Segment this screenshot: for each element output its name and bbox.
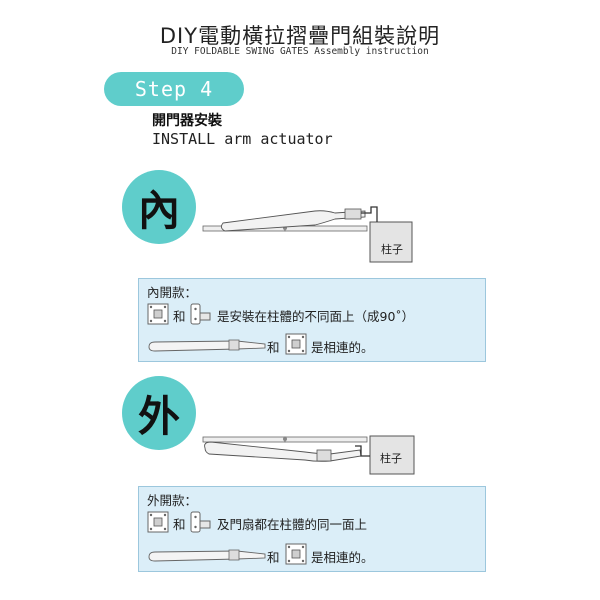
inner-badge-text: 內 [137, 185, 180, 235]
inner-box-title: 內開款： [147, 285, 198, 300]
step-title-en: INSTALL arm actuator [152, 130, 333, 148]
inner-and-1: 和 [173, 309, 186, 324]
outer-box-title: 外開款： [147, 493, 198, 508]
outer-and-2: 和 [267, 550, 280, 565]
outer-badge: 外 [122, 376, 196, 450]
step-badge: Step 4 [104, 72, 244, 106]
step-title-cn: 開門器安裝 [152, 113, 222, 129]
bracket-icon [190, 303, 211, 325]
inner-gate-leaf-right [284, 225, 368, 232]
inner-actuator-motor [344, 208, 362, 220]
outer-gate-leaf-right [284, 436, 368, 443]
mounting-plate-icon [147, 511, 169, 533]
inner-bracket [361, 206, 378, 222]
inner-line1-text: 是安裝在柱體的不同面上（成90˚） [217, 309, 415, 324]
outer-actuator-motor [316, 449, 332, 462]
inner-post-label: 柱子 [381, 243, 403, 256]
inner-line2-text: 是相連的。 [311, 340, 374, 355]
outer-gate-leaf-left [202, 436, 286, 443]
outer-bracket [355, 445, 370, 457]
inner-diagram [202, 206, 413, 263]
outer-actuator-arm [204, 441, 362, 462]
inner-post [369, 221, 413, 263]
outer-and-1: 和 [173, 517, 186, 532]
outer-post [369, 435, 415, 475]
page-title: DIY電動橫拉摺疊門組裝說明 [159, 24, 441, 48]
inner-and-2: 和 [267, 340, 280, 355]
mounting-plate-icon [285, 543, 307, 565]
mounting-plate-icon [147, 303, 169, 325]
outer-line1-text: 及門扇都在柱體的同一面上 [217, 517, 368, 532]
outer-diagram [202, 435, 415, 475]
outer-post-label: 柱子 [380, 452, 402, 465]
actuator-arm-icon [148, 339, 266, 352]
page-subtitle: DIY FOLDABLE SWING GATES Assembly instru… [171, 46, 429, 57]
inner-actuator-arm [220, 210, 366, 232]
outer-line2-text: 是相連的。 [311, 550, 374, 565]
outer-badge-text: 外 [137, 391, 180, 441]
outer-info-box: 外開款： 和 及門扇都在柱體的同一面上 和 是相連的。 [138, 486, 486, 572]
inner-badge: 內 [122, 170, 196, 244]
outer-hinge [283, 437, 287, 441]
actuator-arm-icon [148, 549, 266, 562]
inner-info-box: 內開款： 和 是安裝在柱體的不同面上（成90˚） 和 是相連的。 [138, 278, 486, 362]
bracket-icon [190, 511, 211, 533]
mounting-plate-icon [285, 333, 307, 355]
